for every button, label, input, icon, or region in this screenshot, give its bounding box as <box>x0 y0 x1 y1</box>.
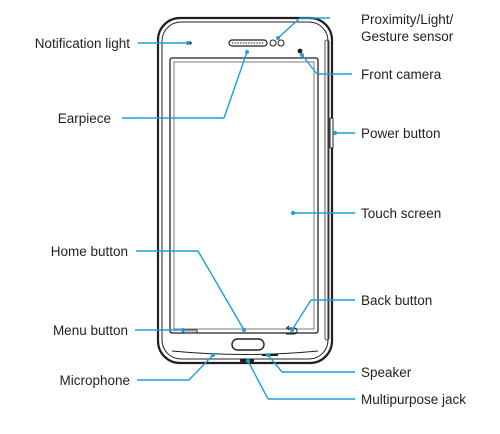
phone-bottom-edge <box>171 350 319 355</box>
callout-dot-back-button <box>290 328 294 332</box>
home-button-key <box>231 338 265 351</box>
callout-line-proximity-2 <box>277 17 301 39</box>
earpiece-grille <box>228 39 268 47</box>
label-touch-screen: Touch screen <box>361 206 441 221</box>
label-home-button: Home button <box>51 244 128 259</box>
callout-dot-power-button <box>333 131 337 135</box>
callout-labels: Notification light Proximity/Light/ Gest… <box>35 12 467 407</box>
callout-line-home-button-2 <box>197 250 245 331</box>
callout-dot-multipurpose-jack <box>246 359 250 363</box>
label-proximity-line1: Proximity/Light/ <box>361 12 454 27</box>
proximity-sensor-right <box>277 39 285 47</box>
front-camera-lens <box>297 48 303 54</box>
phone-side-edge <box>324 39 330 341</box>
callout-line-multipurpose-jack-2 <box>247 360 269 400</box>
callout-dot-earpiece <box>245 50 249 54</box>
callout-line-earpiece-2 <box>223 51 248 119</box>
callout-line-back-button-2 <box>291 299 312 331</box>
callout-line-microphone-2 <box>188 354 214 381</box>
label-microphone: Microphone <box>59 373 130 388</box>
label-notification-light: Notification light <box>35 36 131 51</box>
callout-dot-speaker <box>266 353 270 357</box>
callout-dot-menu-button <box>181 328 185 332</box>
callout-dot-touch-screen <box>291 211 295 215</box>
proximity-sensor-left <box>269 39 277 47</box>
callout-dot-home-button <box>242 328 246 332</box>
label-front-camera: Front camera <box>361 67 442 82</box>
callout-dot-front-camera <box>300 53 304 57</box>
label-earpiece: Earpiece <box>58 111 111 126</box>
callout-lines <box>122 17 355 400</box>
touch-screen-area <box>169 57 319 334</box>
callout-dot-notification-light <box>186 41 190 45</box>
callout-line-front-camera-2 <box>301 54 318 75</box>
label-back-button: Back button <box>361 293 432 308</box>
callout-dot-microphone <box>211 353 215 357</box>
callout-line-speaker-2 <box>267 354 283 373</box>
label-power-button: Power button <box>361 126 441 141</box>
back-key-icon <box>285 325 298 335</box>
label-speaker: Speaker <box>361 365 412 380</box>
callout-dot-proximity <box>276 36 280 40</box>
power-button-key <box>329 117 334 149</box>
label-menu-button: Menu button <box>53 323 128 338</box>
phone-illustration <box>156 16 334 365</box>
label-multipurpose-jack: Multipurpose jack <box>361 392 466 407</box>
label-proximity-line2: Gesture sensor <box>361 29 454 44</box>
